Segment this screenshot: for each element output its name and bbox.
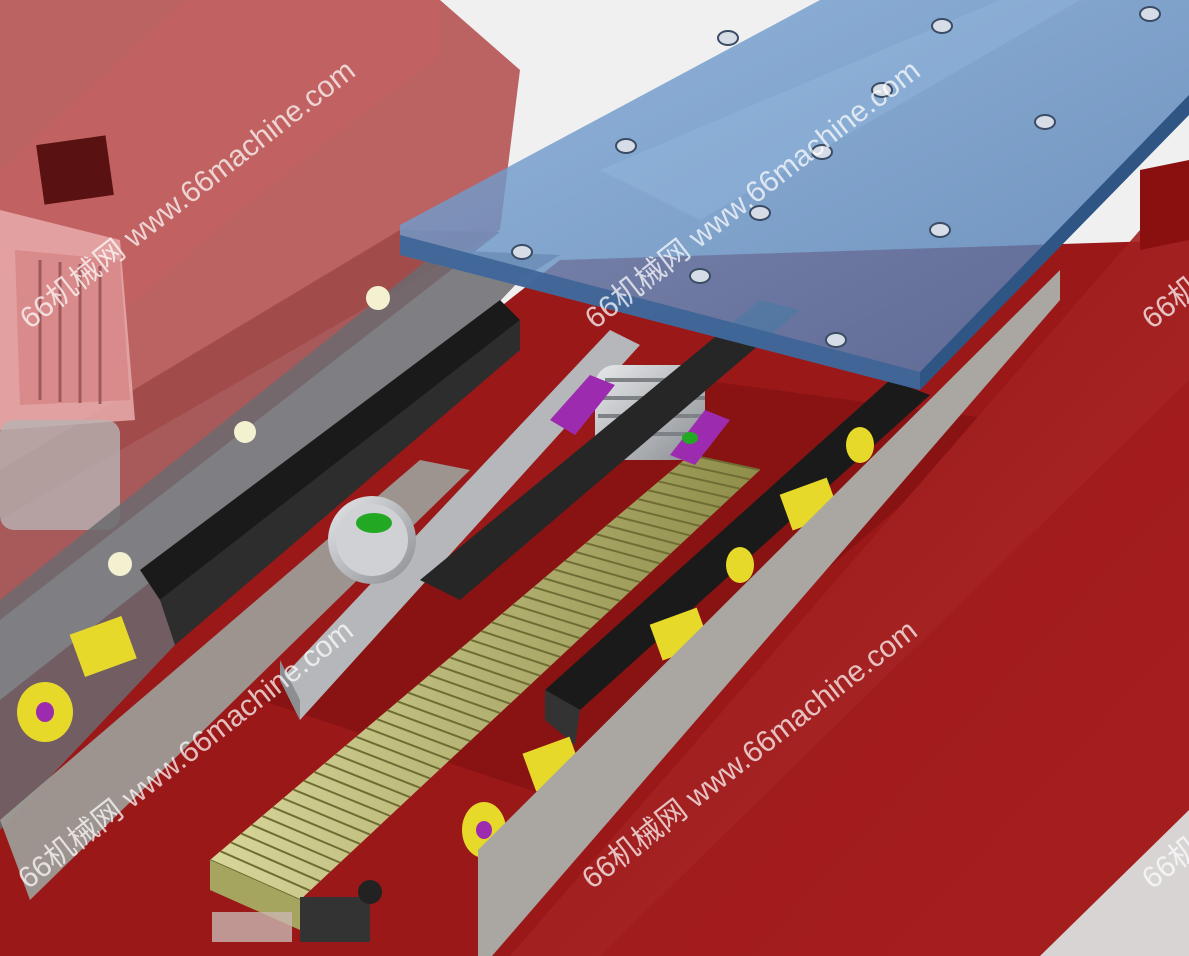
rack-tooth xyxy=(334,753,421,789)
rack-tooth xyxy=(376,718,461,752)
rack-tooth xyxy=(501,612,581,640)
rack-tooth xyxy=(460,647,541,677)
rack-tooth xyxy=(449,656,531,686)
rack-tooth xyxy=(668,471,741,490)
rack-tooth xyxy=(240,832,331,873)
rack-tooth xyxy=(303,779,391,817)
right-enclosure-top xyxy=(1140,160,1189,250)
rack-tooth xyxy=(387,709,471,743)
rack-tooth xyxy=(230,841,321,883)
rack-tooth xyxy=(282,797,371,836)
rack-tooth xyxy=(658,480,731,500)
left-linear-rail xyxy=(140,300,520,600)
limit-switch xyxy=(212,880,382,942)
right-linear-rail xyxy=(545,380,930,710)
gear-rack xyxy=(210,455,760,900)
rack-tooth xyxy=(313,771,401,808)
rack-tooth xyxy=(324,762,411,799)
floor-highlight xyxy=(1040,810,1189,956)
left-rail-face xyxy=(160,320,520,645)
carriage-bolts xyxy=(511,6,1161,348)
rack-tooth xyxy=(606,524,681,546)
rack-tooth xyxy=(470,638,551,668)
rack-tooth xyxy=(585,542,661,565)
rack-tooth xyxy=(220,850,311,892)
rack-tooth xyxy=(491,621,571,649)
rack-tooth xyxy=(418,682,501,714)
small-pinion-gear xyxy=(328,496,416,584)
gear-rack-teeth xyxy=(209,454,761,901)
rack-tooth xyxy=(522,594,601,621)
rack-tooth xyxy=(251,823,341,864)
rack-tooth xyxy=(554,568,631,593)
rack-tooth xyxy=(397,700,481,733)
rack-tooth xyxy=(616,515,691,537)
rack-tooth xyxy=(512,603,591,630)
rack-tooth xyxy=(345,744,431,780)
blue-carriage-plate xyxy=(400,0,1189,390)
rack-tooth xyxy=(648,489,721,509)
upper-rack-face xyxy=(280,660,300,720)
rack-tooth xyxy=(366,727,451,761)
rack-tooth xyxy=(595,533,671,556)
right-rail-face xyxy=(545,690,580,745)
rack-tooth xyxy=(293,788,381,827)
rack-tooth xyxy=(272,806,361,845)
right-guide-plate xyxy=(478,270,1060,956)
rack-tooth xyxy=(637,498,711,518)
rack-tooth xyxy=(627,506,701,528)
right-enclosure-inner xyxy=(600,380,1189,956)
housing-block xyxy=(36,135,114,205)
rack-tooth xyxy=(533,586,611,612)
left-rail-cover xyxy=(0,250,560,830)
rack-tooth xyxy=(261,815,351,855)
rack-tooth xyxy=(355,735,441,771)
left-rollers xyxy=(17,286,390,742)
rack-tooth xyxy=(439,665,521,696)
rack-tooth xyxy=(564,559,641,584)
rack-tooth xyxy=(679,462,751,481)
rack-tooth xyxy=(574,550,651,574)
upper-rack xyxy=(280,330,640,720)
stepper-motor xyxy=(0,210,135,530)
rack-tooth xyxy=(480,630,561,658)
rack-tooth xyxy=(428,674,511,705)
center-rail xyxy=(420,300,800,600)
rack-tooth xyxy=(689,454,761,471)
rack-tooth xyxy=(407,691,491,724)
rack-tooth xyxy=(543,577,621,602)
